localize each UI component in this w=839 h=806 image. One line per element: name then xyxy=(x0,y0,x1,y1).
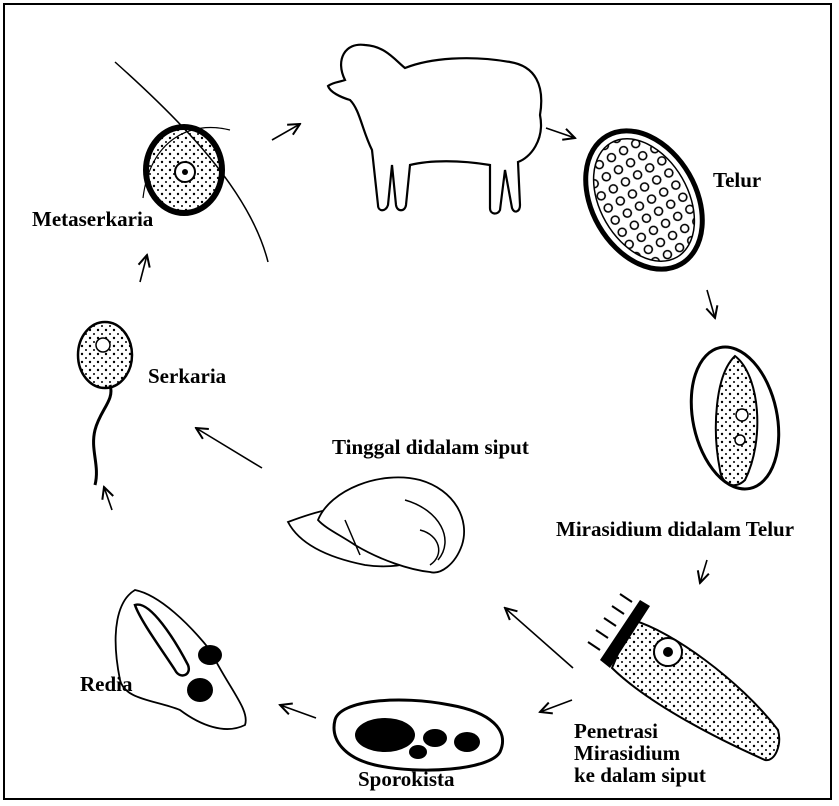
serkaria-illustration xyxy=(78,322,132,485)
label-mirasidium-didalam-telur: Mirasidium didalam Telur xyxy=(556,518,794,540)
label-penetrasi-line1: Penetrasi xyxy=(574,720,706,742)
metaserkaria-illustration xyxy=(115,62,268,262)
arrow-penetrasi-to-snail xyxy=(505,608,573,668)
label-penetrasi: Penetrasi Mirasidium ke dalam siput xyxy=(574,720,706,786)
label-sporokista: Sporokista xyxy=(358,768,454,790)
label-serkaria: Serkaria xyxy=(148,365,226,387)
label-penetrasi-line2: Mirasidium xyxy=(574,742,706,764)
label-telur: Telur xyxy=(713,169,761,191)
arrow-sheep-to-telur xyxy=(546,128,575,138)
redia-illustration xyxy=(116,590,246,729)
arrow-serkaria-to-metaserkaria xyxy=(140,255,147,282)
telur-egg-illustration xyxy=(562,110,726,290)
arrow-snail-to-serkaria xyxy=(196,428,262,468)
label-metaserkaria: Metaserkaria xyxy=(32,208,153,230)
arrow-redia-to-serkaria xyxy=(104,487,112,510)
sheep-illustration xyxy=(328,45,541,214)
sporokista-illustration xyxy=(334,700,502,770)
label-penetrasi-line3: ke dalam siput xyxy=(574,764,706,786)
arrow-metaserkaria-to-sheep xyxy=(272,124,300,140)
arrow-sporokista-to-redia xyxy=(280,705,316,718)
arrow-penetrasi-to-sporokista xyxy=(540,700,572,712)
arrow-mirasidium-to-penetrasi xyxy=(700,560,707,583)
label-tinggal-didalam-siput: Tinggal didalam siput xyxy=(332,436,529,458)
arrow-telur-to-mirasidium xyxy=(707,290,715,318)
label-redia: Redia xyxy=(80,673,133,695)
mirasidium-egg-illustration xyxy=(679,339,791,497)
snail-illustration xyxy=(288,477,464,572)
